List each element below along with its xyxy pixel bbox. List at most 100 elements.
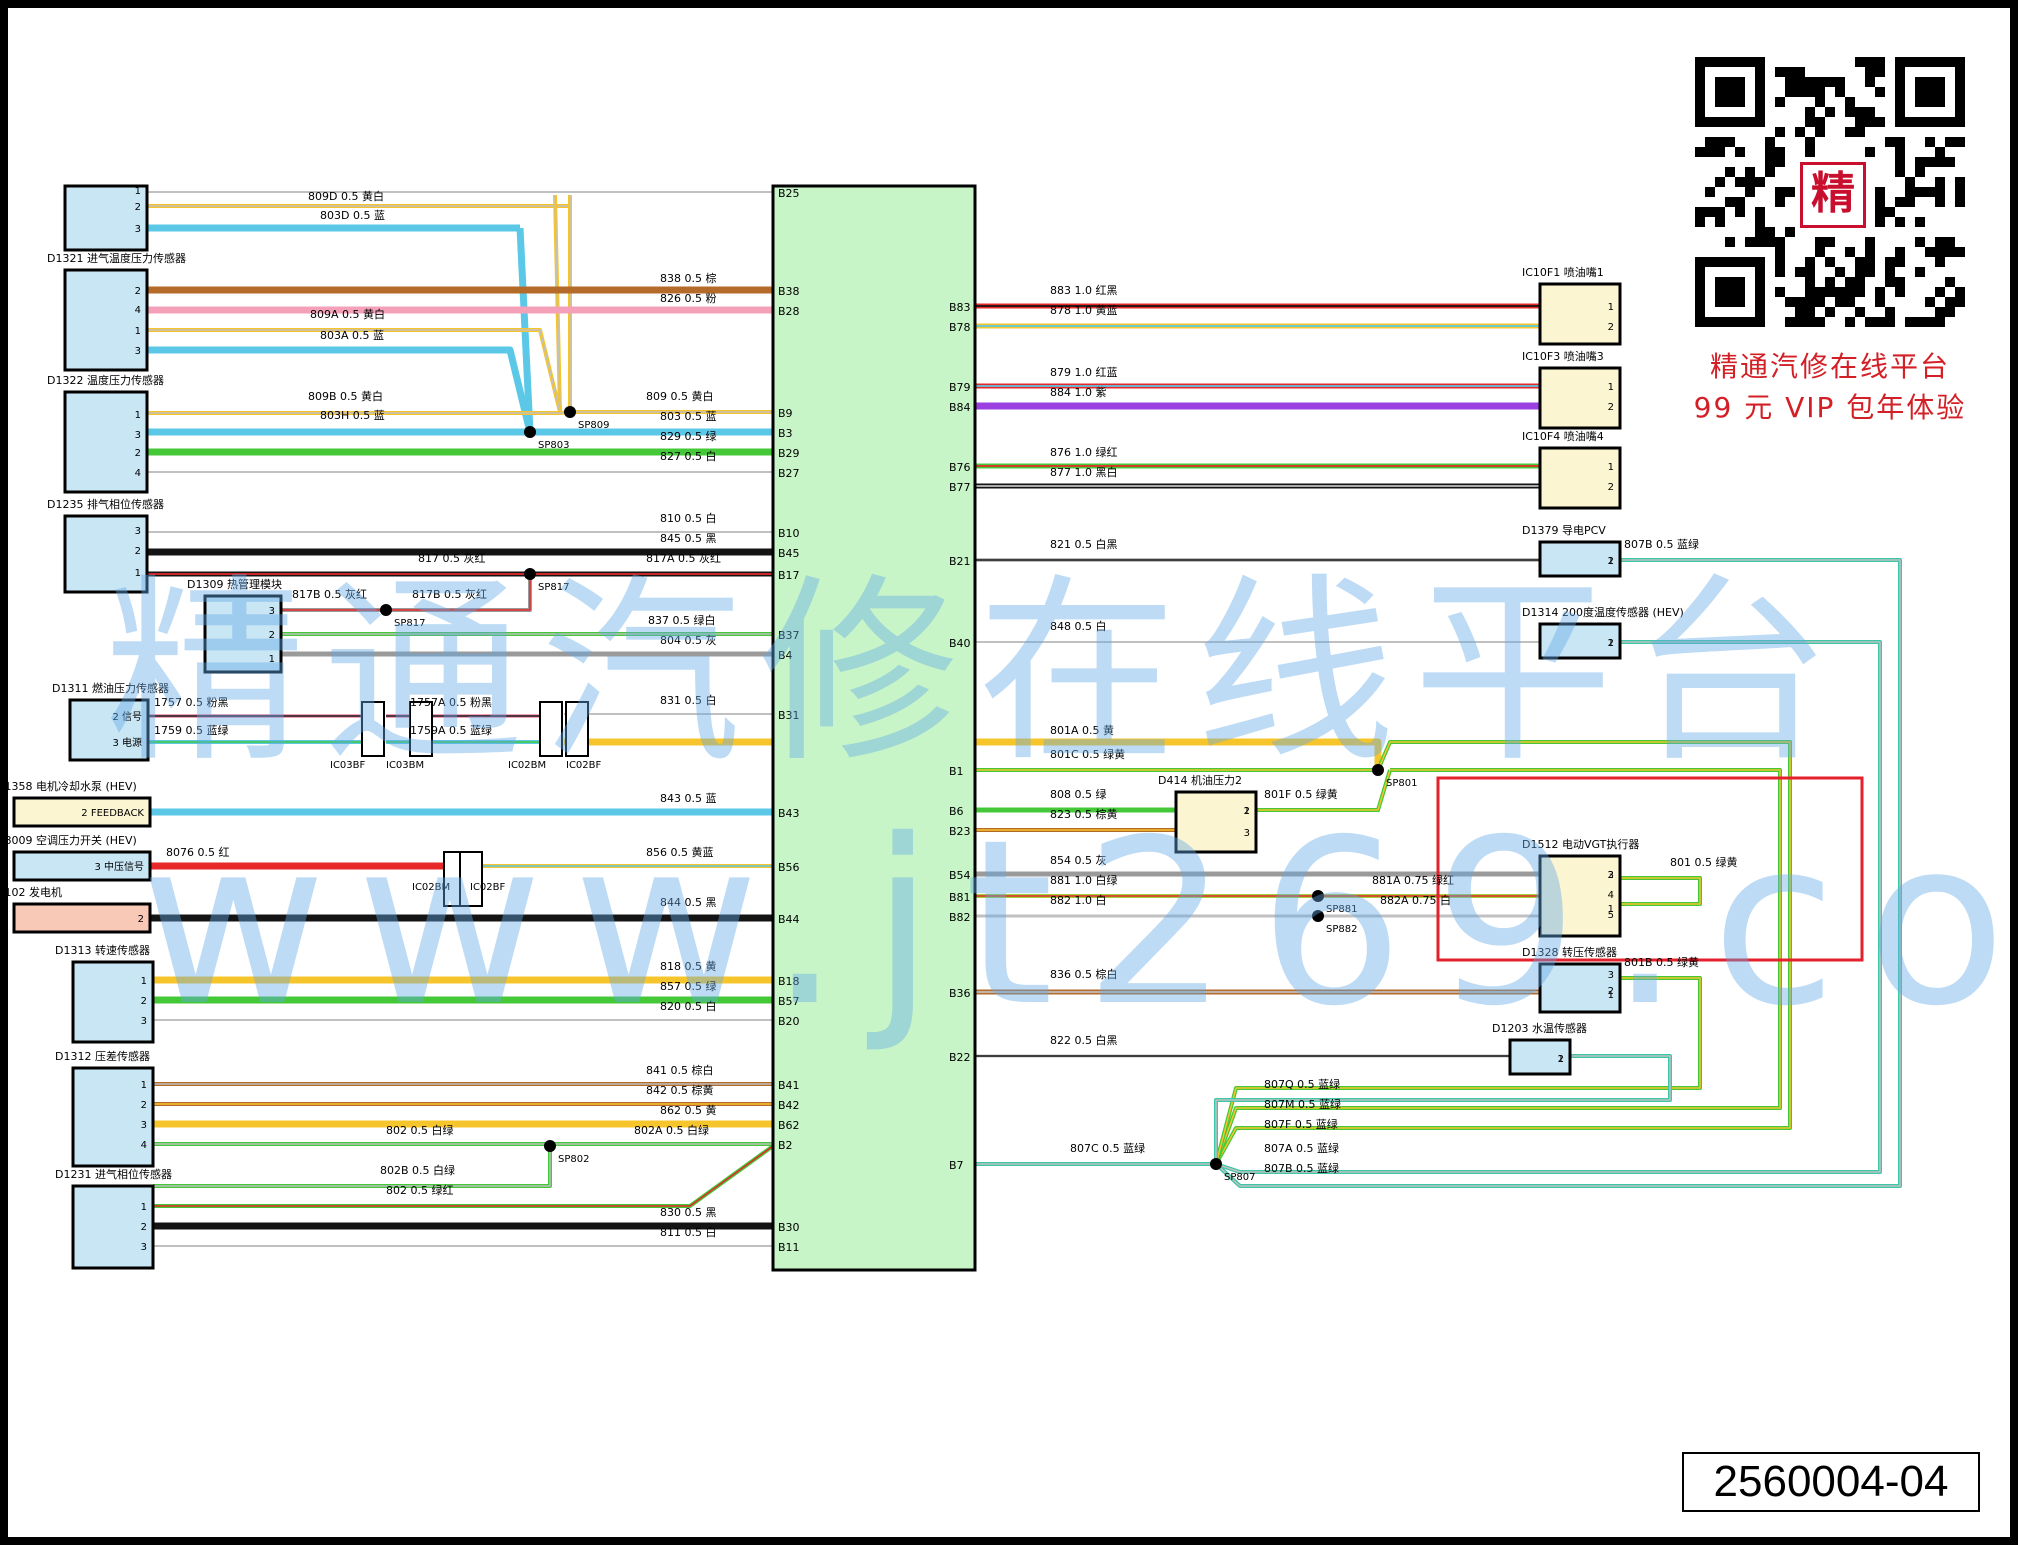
ecu-pin-label: B11 [778, 1241, 800, 1254]
ecu-pin-label: B57 [778, 995, 800, 1008]
component-pin: 2 [1244, 806, 1250, 817]
qr-module [1735, 117, 1745, 127]
qr-module [1775, 257, 1785, 267]
qr-module [1785, 227, 1795, 237]
qr-module [1805, 317, 1815, 327]
ecu-pin-label: B40 [949, 637, 971, 650]
qr-module [1825, 257, 1835, 267]
component-label: D1231 进气相位传感器 [55, 1167, 172, 1181]
ecu-pin-label: B4 [778, 649, 793, 662]
component-body [71, 1066, 155, 1168]
qr-module [1705, 137, 1715, 147]
qr-module [1895, 197, 1905, 207]
qr-module [1865, 67, 1875, 77]
splice-label: SP802 [558, 1154, 589, 1165]
ecu-pin-label: B62 [778, 1119, 800, 1132]
qr-module [1935, 287, 1945, 297]
qr-module [1805, 147, 1815, 157]
qr-module [1775, 187, 1785, 197]
component-pin: 4 [1608, 890, 1614, 901]
qr-module [1795, 77, 1805, 87]
component-pin: 1 [141, 1080, 147, 1091]
component-label: D1328 转压传感器 [1522, 945, 1617, 959]
qr-code[interactable]: 精 [1690, 54, 1970, 330]
qr-module [1765, 167, 1775, 177]
component-pin: 2 [141, 1222, 147, 1233]
component-pin: 3 [135, 224, 141, 235]
ecu-pin-label: B6 [949, 805, 964, 818]
qr-module [1895, 107, 1905, 117]
qr-module [1695, 297, 1705, 307]
qr-module [1815, 87, 1825, 97]
wire-label: 801F 0.5 绿黄 [1264, 787, 1338, 801]
ecu-pin-label: B83 [949, 301, 971, 314]
component-pin: 2 [1608, 556, 1614, 567]
qr-badge-logo: 精 [1800, 162, 1866, 228]
qr-module [1845, 97, 1855, 107]
ecu-pin-label: B28 [778, 305, 800, 318]
qr-module [1775, 157, 1785, 167]
component-pin: 2 [135, 546, 141, 557]
wire-label: 845 0.5 黑 [660, 532, 716, 545]
qr-module [1935, 157, 1945, 167]
qr-module [1775, 247, 1785, 257]
qr-module [1725, 257, 1735, 267]
qr-module [1805, 77, 1815, 87]
qr-module [1835, 87, 1845, 97]
qr-module [1895, 97, 1905, 107]
qr-module [1755, 277, 1765, 287]
qr-module [1875, 57, 1885, 67]
qr-module [1865, 147, 1875, 157]
qr-module [1875, 87, 1885, 97]
qr-module [1915, 167, 1925, 177]
component-pin: 2 [135, 286, 141, 297]
qr-module [1805, 287, 1815, 297]
qr-module [1735, 277, 1745, 287]
wire-label: 844 0.5 黑 [660, 896, 716, 909]
component-pin: 2 FEEDBACK [81, 808, 144, 819]
qr-module [1715, 317, 1725, 327]
wire-stripe [153, 1145, 774, 1207]
wire-label: 882 1.0 白 [1050, 893, 1106, 907]
ecu-pin-label: B31 [778, 709, 800, 722]
qr-module [1775, 67, 1785, 77]
wire-stripe [1215, 641, 1881, 1173]
qr-module [1815, 127, 1825, 137]
qr-module [1885, 137, 1895, 147]
component-pin: 3 [135, 430, 141, 441]
qr-module [1765, 157, 1775, 167]
qr-module [1865, 107, 1875, 117]
component: D1358 电机冷却水泵 (HEV)2 FEEDBACK [0, 779, 152, 828]
ecu-pin-label: B54 [949, 869, 971, 882]
qr-module [1735, 177, 1745, 187]
wire-label: 841 0.5 棕白 [646, 1063, 713, 1077]
wire-stripe [1256, 769, 1391, 811]
wire-label: 878 1.0 黄蓝 [1050, 303, 1117, 317]
qr-module [1825, 237, 1835, 247]
component-body [71, 1184, 155, 1270]
qr-module [1915, 157, 1925, 167]
qr-module [1905, 177, 1915, 187]
component-pin: 2 [1608, 482, 1614, 493]
qr-module [1885, 267, 1895, 277]
wire-label: 803 0.5 蓝 [660, 410, 716, 423]
qr-module [1955, 67, 1965, 77]
qr-module [1715, 77, 1725, 87]
qr-module [1925, 317, 1935, 327]
component-label: D1321 进气温度压力传感器 [47, 251, 186, 265]
qr-module [1695, 117, 1705, 127]
qr-module [1735, 97, 1745, 107]
ecu-pin-label: B45 [778, 547, 800, 560]
qr-module [1755, 77, 1765, 87]
qr-module [1725, 77, 1735, 87]
qr-module [1945, 117, 1955, 127]
component-pin: 3 [135, 526, 141, 537]
splice-label: SP809 [578, 420, 609, 431]
qr-module [1925, 87, 1935, 97]
